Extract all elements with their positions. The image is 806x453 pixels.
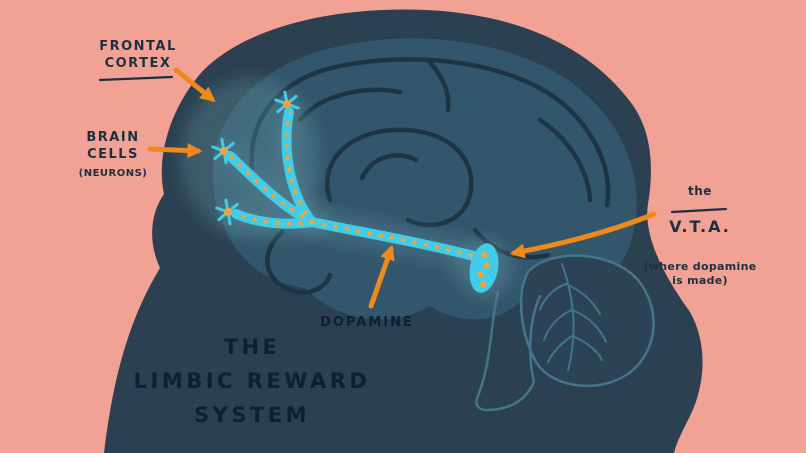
vta-label: the V.T.A. (where dopamine is made) — [628, 166, 772, 305]
vta-blob — [469, 243, 499, 293]
brainstem — [475, 290, 542, 412]
brain-cells-sublabel: (NEURONS) — [78, 168, 148, 179]
title-line-3: SYSTEM — [193, 403, 311, 427]
page-title: THE LIMBIC REWARD SYSTEM — [126, 330, 378, 432]
brain-cells-label: BRAIN CELLS (NEURONS) — [68, 112, 158, 199]
title-line-2: LIMBIC REWARD — [133, 369, 371, 393]
frontal-cortex-underline — [98, 75, 174, 82]
brain-cells-label-text: BRAIN CELLS — [86, 130, 140, 162]
dopamine-label: DOPAMINE — [320, 315, 414, 330]
vta-sublabel: (where dopamine is made) — [643, 260, 757, 287]
dopamine-dots — [228, 110, 484, 260]
title-line-1: THE — [223, 335, 281, 359]
brain-cells-arrow-icon — [147, 143, 203, 159]
frontal-cortex-arrow-icon — [173, 67, 216, 102]
vta-arrow-icon — [509, 211, 657, 259]
vta-label-name: V.T.A. — [669, 217, 731, 236]
vta-underline — [670, 207, 728, 214]
dopamine-arrow-icon — [368, 244, 395, 309]
frontal-cortex-label: FRONTAL CORTEX — [99, 39, 177, 71]
cerebellum — [519, 254, 655, 388]
vta-label-the: the — [688, 184, 712, 198]
